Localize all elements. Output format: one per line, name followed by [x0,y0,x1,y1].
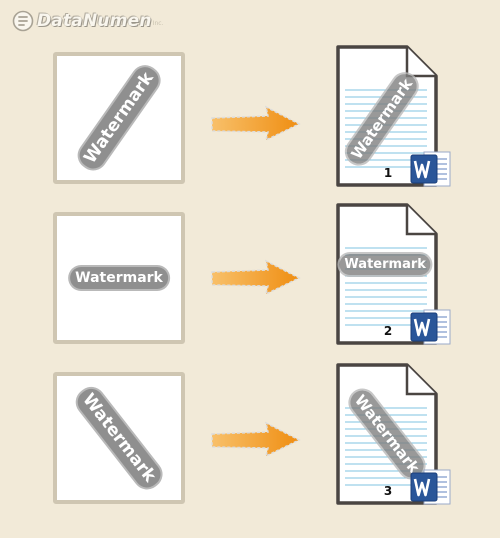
source-watermark-box: Watermark [53,212,185,344]
source-watermark-box: Watermark [53,372,185,504]
example-row-2: Watermark Watermark 2 [0,203,500,378]
datanumen-logo-icon [12,10,34,32]
watermark-label: Watermark [70,267,168,289]
word-document-icon: Watermark 3 [335,362,451,506]
page-number: 2 [383,324,393,338]
page-number: 3 [383,484,393,498]
orange-arrow-icon [211,105,301,142]
logo-suffix: Inc. [152,20,164,27]
page-number: 1 [383,166,393,180]
source-watermark-box: Watermark [53,52,185,184]
word-document-icon: Watermark 1 [335,44,451,188]
watermark-label: Watermark [72,384,166,492]
example-row-3: Watermark Watermark 3 [0,363,500,538]
document-watermark: Watermark [339,254,431,276]
word-document-icon: Watermark 2 [335,202,451,346]
ms-word-icon [410,469,451,505]
datanumen-logo: DataNumen Inc. [12,6,163,36]
watermark-label: Watermark [74,62,164,174]
ms-word-icon [410,309,451,345]
logo-text: DataNumen [37,11,152,31]
ms-word-icon [410,151,451,187]
orange-arrow-icon [211,259,301,296]
example-row-1: Watermark Watermark 1 [0,45,500,218]
orange-arrow-icon [211,421,301,458]
